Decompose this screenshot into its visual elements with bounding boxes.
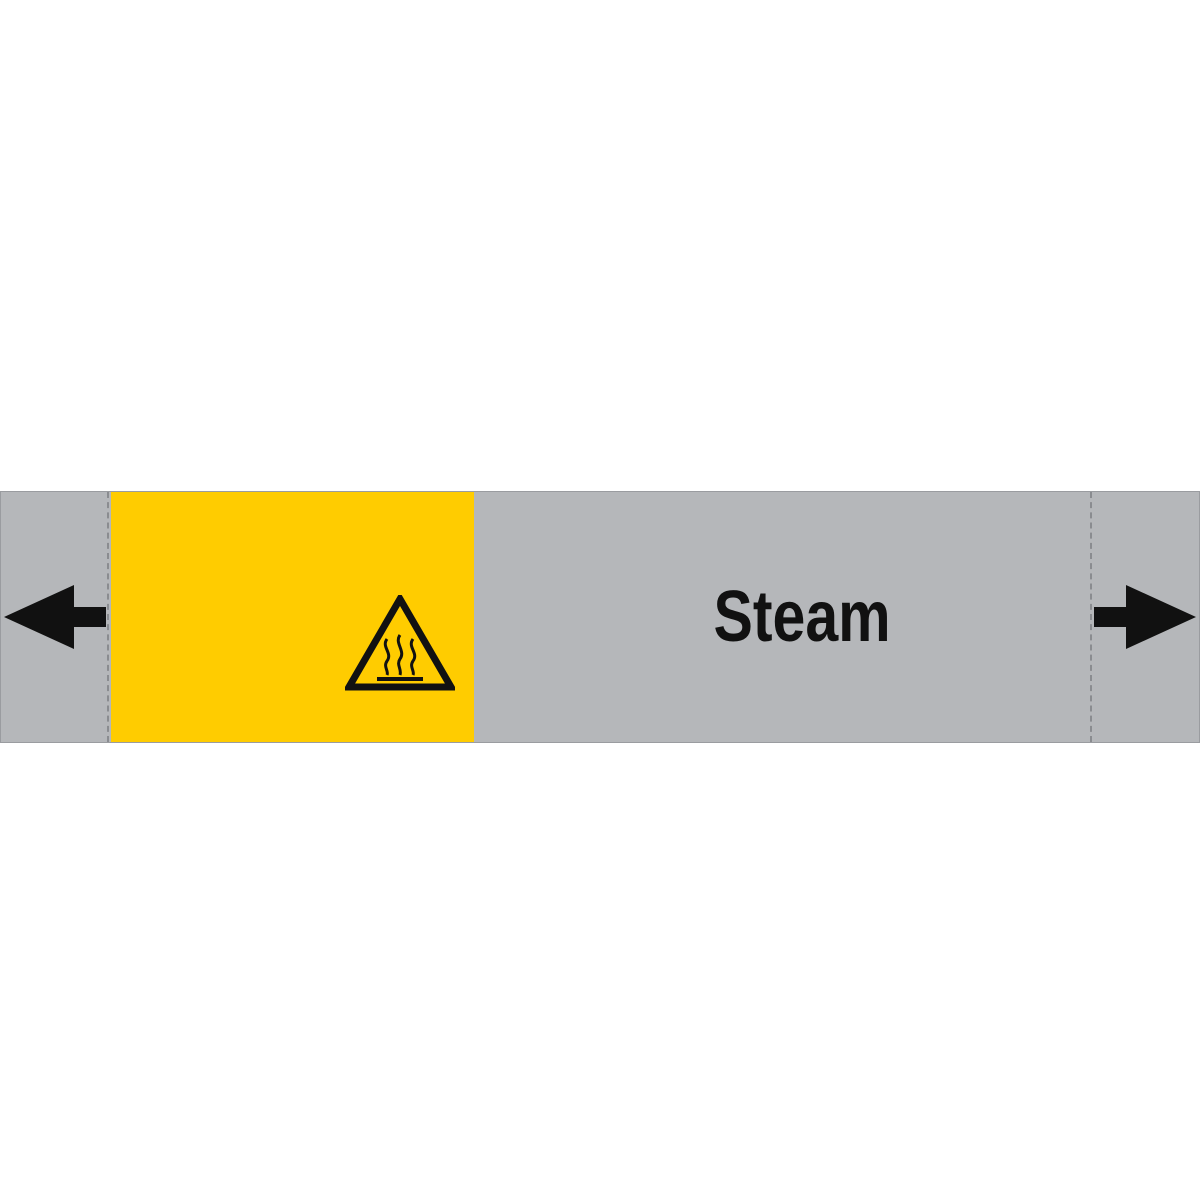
right-arrow-section	[1090, 492, 1199, 742]
left-arrow-section	[1, 492, 109, 742]
hot-surface-warning-icon	[345, 595, 455, 691]
hazard-color-band	[111, 492, 474, 742]
medium-name-label: Steam	[474, 492, 1090, 742]
pipe-marker-label: Steam	[0, 491, 1200, 743]
arrow-right-icon	[1094, 585, 1196, 649]
arrow-left-icon	[4, 585, 106, 649]
medium-name-text: Steam	[713, 577, 891, 657]
